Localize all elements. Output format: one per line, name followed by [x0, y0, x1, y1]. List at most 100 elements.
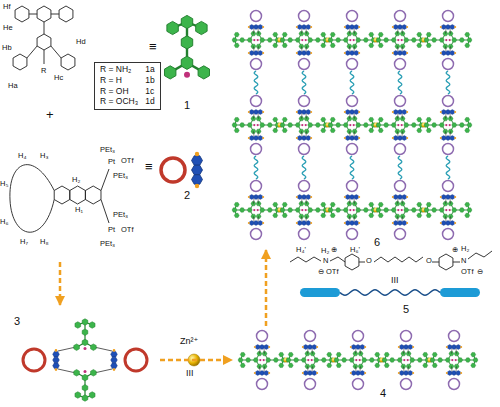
- ligand-ring: [266, 358, 271, 362]
- anthracene-ring: [308, 371, 312, 376]
- bond-line: [253, 216, 255, 221]
- crown-ring: [443, 144, 454, 155]
- anthracene-ring: [394, 195, 398, 200]
- bond-line: [51, 46, 61, 58]
- bond-line: [360, 349, 362, 354]
- platinum-dot: [440, 52, 442, 54]
- crown-ring: [443, 181, 454, 192]
- bond-line: [253, 29, 255, 34]
- ligand-ring: [273, 358, 278, 362]
- substituent-dot: [253, 39, 255, 41]
- crown-ring: [347, 181, 358, 192]
- ligand-ring: [397, 358, 402, 362]
- bond-line: [408, 349, 410, 354]
- ligand-ring: [391, 208, 396, 212]
- substituent-dot: [305, 39, 307, 41]
- ligand-cartoon: [164, 15, 209, 79]
- anthracene-ring: [258, 25, 262, 30]
- platinum-dot: [392, 26, 394, 28]
- atom-label: H₁: [75, 206, 83, 214]
- bond-line: [397, 199, 399, 204]
- ligand-ring: [282, 117, 287, 121]
- crown-ring: [443, 11, 454, 22]
- ligand-ring: [240, 208, 245, 212]
- platinum-dot: [446, 346, 448, 348]
- ligand-ring: [82, 329, 88, 336]
- anthracene-ring: [308, 345, 312, 350]
- ligand-ring: [321, 128, 326, 132]
- anthracene-cartoon: [350, 371, 366, 376]
- platinum-dot: [392, 222, 394, 224]
- anthracene-ring: [456, 345, 460, 350]
- crown-ring: [347, 229, 358, 240]
- ligand-ring: [432, 363, 437, 367]
- substituent-dot: [397, 124, 399, 126]
- compound-region: 3: [10, 305, 160, 404]
- ligand-ring: [411, 208, 416, 212]
- bond-line: [354, 29, 356, 34]
- ligand-ring: [369, 358, 374, 362]
- crown-ring: [125, 349, 147, 371]
- platinum-dot: [310, 222, 312, 224]
- anthracene-cartoon: [440, 195, 456, 200]
- ligand-ring: [375, 363, 380, 367]
- anthracene-cartoon: [392, 51, 408, 56]
- ligand-ring: [362, 358, 367, 362]
- substituent-dot: [401, 39, 403, 41]
- platinum-dot: [460, 346, 462, 348]
- atom-label: O: [426, 257, 432, 265]
- anthracene-cartoon: [446, 345, 462, 350]
- ligand-ring: [196, 21, 207, 34]
- ligand-ring: [279, 363, 284, 367]
- anthracene-ring: [111, 351, 118, 357]
- atom-label: ⊕: [331, 246, 337, 254]
- ligand-cartoon: [280, 117, 304, 134]
- compound-number: 4: [380, 388, 386, 399]
- substituent-dot: [301, 124, 303, 126]
- alkyl-chain: [330, 257, 345, 262]
- ligand-ring: [378, 43, 383, 47]
- platinum-dot: [254, 372, 256, 374]
- alkyl-chain: [359, 262, 365, 263]
- substituent-dot: [301, 209, 303, 211]
- anthracene-ring: [446, 110, 450, 115]
- ligand-ring: [363, 208, 368, 212]
- atom-label: H₇: [20, 238, 28, 246]
- anthracene-ring: [398, 221, 402, 226]
- ligand-ring: [417, 117, 422, 121]
- bond-line: [397, 29, 399, 34]
- crown-ring: [395, 11, 406, 22]
- substituent-entry: 1c: [145, 87, 154, 97]
- substituent-dot: [305, 209, 307, 211]
- reaction-arrow: [59, 262, 62, 305]
- ligand-ring: [423, 363, 428, 367]
- ligand-ring: [234, 32, 239, 36]
- ligand-ring: [465, 43, 470, 47]
- anthracene-ring: [394, 51, 398, 56]
- ring-shape: [37, 34, 51, 50]
- ligand-ring: [282, 213, 287, 217]
- anthracene-ring: [346, 110, 350, 115]
- ligand-ring: [82, 319, 88, 326]
- anthracene-ring: [302, 110, 306, 115]
- anthracene-cartoon: [446, 371, 462, 376]
- ligand-ring: [234, 128, 239, 132]
- substituent-dot: [449, 39, 451, 41]
- ligand-ring: [424, 208, 429, 212]
- ligand-ring: [308, 123, 313, 127]
- anthracene-ring: [400, 371, 404, 376]
- anthracene-ring: [256, 345, 260, 350]
- ligand-ring: [308, 208, 313, 212]
- anthracene-ring: [354, 136, 358, 141]
- crown-ring: [347, 144, 358, 155]
- ligand-ring: [404, 208, 409, 212]
- platinum-dot: [350, 346, 352, 348]
- anthracene-ring: [354, 110, 358, 115]
- atom-label: H₄: [18, 152, 26, 160]
- anthracene-ring: [442, 51, 446, 56]
- ligand-ring: [282, 32, 287, 36]
- crown-ring: [299, 181, 310, 192]
- bond-line: [307, 366, 309, 371]
- ligand-cartoon: [256, 202, 280, 219]
